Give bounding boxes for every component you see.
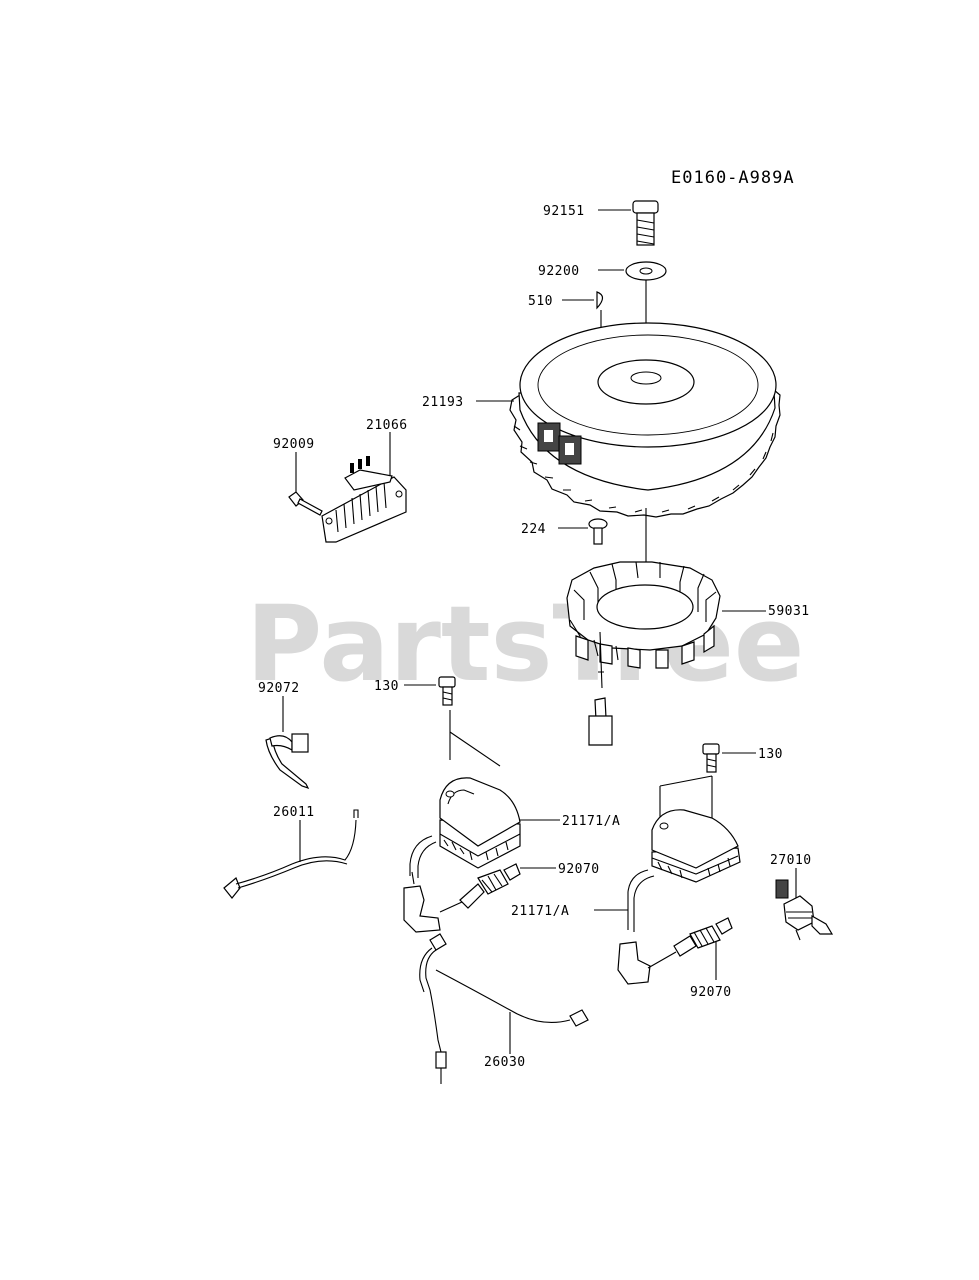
part-21066-regulator[interactable] (321, 456, 407, 543)
label-510[interactable]: 510 (528, 294, 553, 309)
label-130-right[interactable]: 130 (758, 747, 783, 762)
label-26011[interactable]: 26011 (273, 805, 315, 820)
label-224[interactable]: 224 (521, 522, 546, 537)
part-92070-spark-plug-left[interactable] (439, 863, 521, 913)
label-27010[interactable]: 27010 (770, 853, 812, 868)
label-92070-left[interactable]: 92070 (558, 862, 600, 877)
part-21193-flywheel[interactable] (509, 322, 781, 518)
label-92151[interactable]: 92151 (543, 204, 585, 219)
part-26030-lead[interactable] (419, 933, 589, 1084)
part-224-screw[interactable] (588, 518, 608, 545)
part-92072-clamp[interactable] (265, 733, 310, 790)
part-26011-lead[interactable] (223, 809, 359, 899)
label-21171A-left[interactable]: 21171/A (562, 814, 620, 829)
label-92070-right[interactable]: 92070 (690, 985, 732, 1000)
label-21171A-right[interactable]: 21171/A (511, 904, 569, 919)
part-130-bolt-right[interactable] (702, 743, 720, 773)
part-92151-bolt[interactable] (632, 200, 659, 246)
label-92009[interactable]: 92009 (273, 437, 315, 452)
part-27010-switch[interactable] (775, 879, 834, 941)
label-59031[interactable]: 59031 (768, 604, 810, 619)
label-21193[interactable]: 21193 (422, 395, 464, 410)
part-59031-stator[interactable] (566, 561, 721, 746)
part-92009-screw[interactable] (288, 491, 323, 516)
label-21066[interactable]: 21066 (366, 418, 408, 433)
label-130-left[interactable]: 130 (374, 679, 399, 694)
watermark-text: PartsTree (246, 583, 804, 705)
label-92200[interactable]: 92200 (538, 264, 580, 279)
bolt-lines-left (449, 710, 501, 767)
label-92072[interactable]: 92072 (258, 681, 300, 696)
part-130-bolt-left[interactable] (438, 676, 456, 706)
part-21171A-ignition-coil-left[interactable] (403, 777, 521, 933)
part-510-key[interactable] (596, 291, 604, 310)
diagram-code: E0160-A989A (671, 168, 795, 188)
part-92200-washer[interactable] (625, 261, 667, 281)
part-21171A-ignition-coil-right[interactable] (617, 809, 741, 985)
label-26030[interactable]: 26030 (484, 1055, 526, 1070)
part-92070-spark-plug-right[interactable] (647, 917, 733, 969)
